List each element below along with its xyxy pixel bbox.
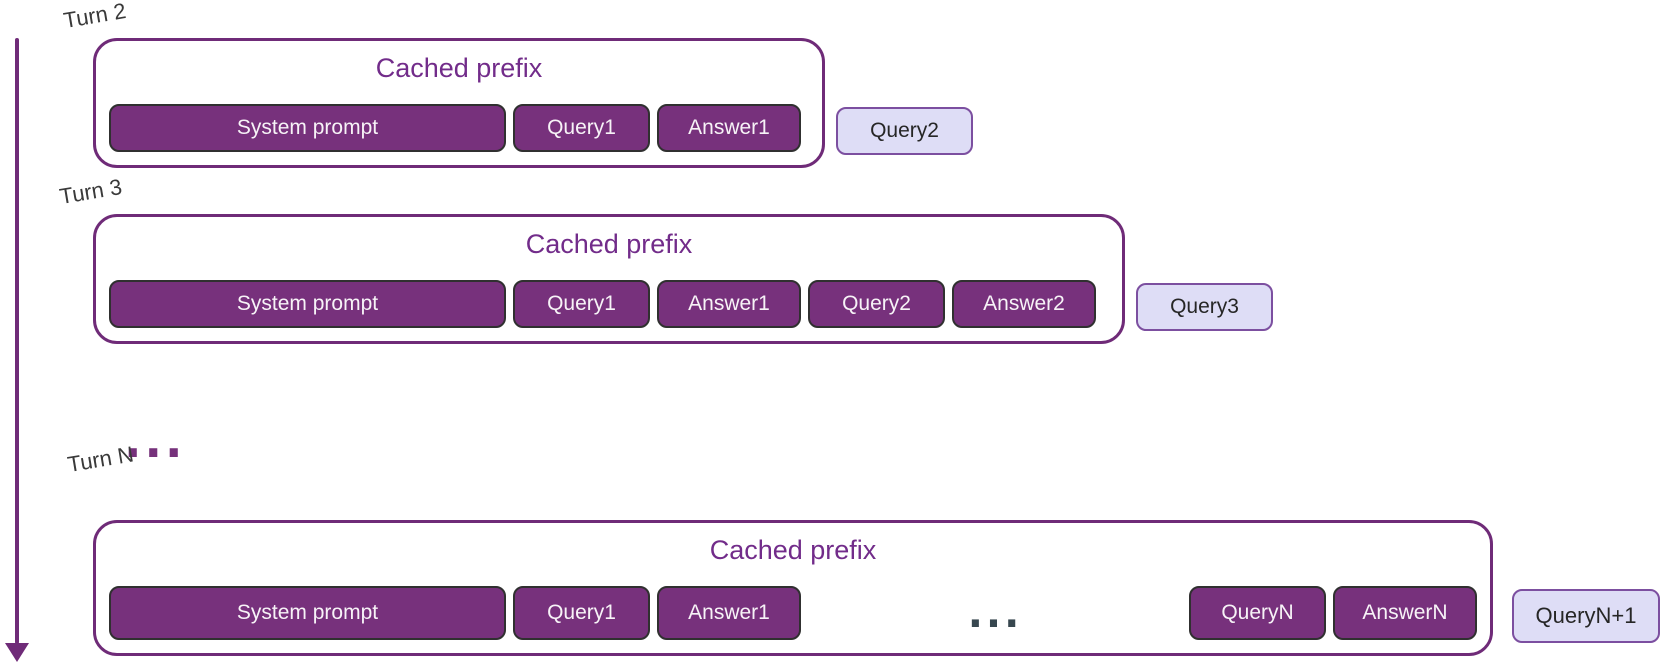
turn-3-cached-prefix-container: Cached prefix System prompt Query1 Answe… [93, 214, 1125, 344]
turn-3-new-query-box: Query3 [1136, 283, 1273, 331]
turn-3-token-answer2: Answer2 [952, 280, 1096, 328]
turn-n-cached-prefix-title: Cached prefix [709, 535, 877, 565]
turn-n-label: Turn N [65, 441, 136, 478]
turn-3-token-system-prompt: System prompt [109, 280, 506, 328]
turn-2-token-system-prompt: System prompt [109, 104, 506, 152]
turn-3-token-row: System prompt Query1 Answer1 Query2 Answ… [109, 280, 1096, 328]
turn-n-token-answern: AnswerN [1333, 586, 1477, 640]
timeline-arrow-line [15, 38, 19, 644]
turn-2-token-row: System prompt Query1 Answer1 [109, 104, 801, 152]
turn-n-token-gap: ... [967, 591, 1023, 637]
turn-3-token-answer1: Answer1 [657, 280, 801, 328]
turn-n-token-system-prompt: System prompt [109, 586, 506, 640]
turn-2-cached-prefix-container: Cached prefix System prompt Query1 Answe… [93, 38, 825, 168]
turn-n-new-query-box: QueryN+1 [1512, 589, 1660, 643]
turn-n-token-row: System prompt Query1 Answer1 ... QueryN … [109, 586, 1477, 640]
turn-3-token-query1: Query1 [513, 280, 650, 328]
turn-3-cached-prefix-title: Cached prefix [525, 229, 693, 259]
turn-2-token-answer1: Answer1 [657, 104, 801, 152]
turn-n-token-answer1: Answer1 [657, 586, 801, 640]
turn-2-label: Turn 2 [61, 0, 128, 34]
turn-2-new-query-box: Query2 [836, 107, 973, 155]
timeline-arrow-down-icon [5, 643, 29, 662]
turn-2-cached-prefix-title: Cached prefix [375, 53, 543, 83]
turn-3-token-query2: Query2 [808, 280, 945, 328]
turn-n-token-query1: Query1 [513, 586, 650, 640]
turn-n-token-queryn: QueryN [1189, 586, 1326, 640]
turn-2-token-query1: Query1 [513, 104, 650, 152]
turn-n-cached-prefix-container: Cached prefix System prompt Query1 Answe… [93, 520, 1493, 656]
turn-3-label: Turn 3 [57, 173, 124, 210]
